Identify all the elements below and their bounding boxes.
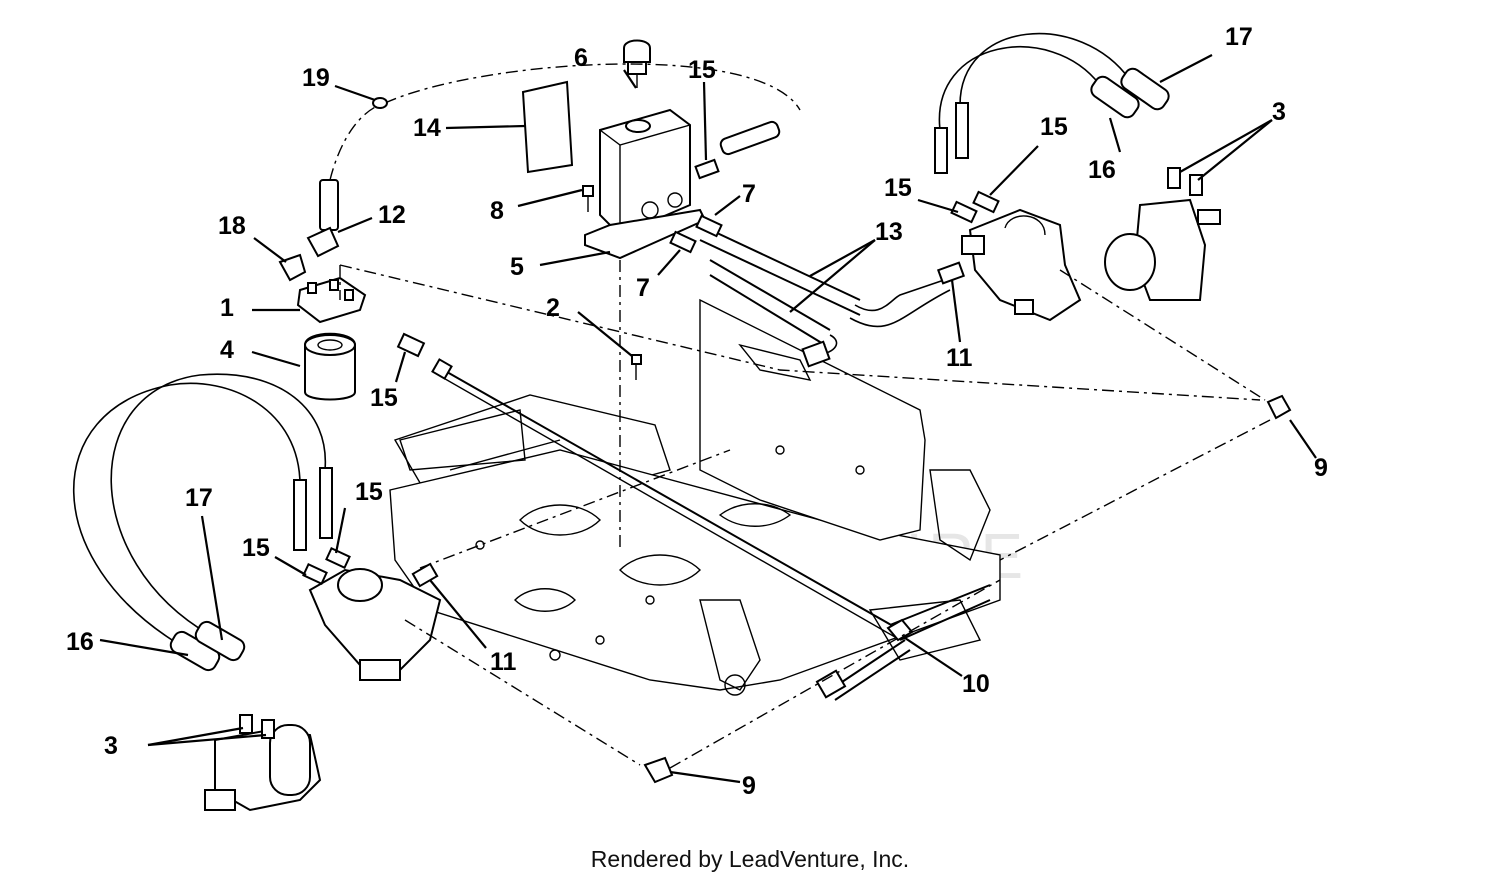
callout-label: 19 <box>302 64 330 92</box>
lower-hose-assembly <box>815 584 991 701</box>
elbow-fitting <box>278 253 307 282</box>
hose-lower-left <box>72 373 333 672</box>
callout-label: 14 <box>413 114 441 142</box>
footer-credit: Rendered by LeadVenture, Inc. <box>590 846 910 872</box>
callout-label: 7 <box>742 180 756 208</box>
callout-label: 15 <box>370 384 398 412</box>
callout-label: 10 <box>962 670 990 698</box>
callout-label: 15 <box>355 478 383 506</box>
callout-label: 15 <box>1040 113 1068 141</box>
callout-label: 18 <box>218 212 246 240</box>
callout-label: 6 <box>574 44 588 72</box>
callout-label: 4 <box>220 336 234 364</box>
bolt <box>582 185 594 212</box>
callout-label: 7 <box>636 274 650 302</box>
callout-label: 3 <box>104 732 118 760</box>
oil-filter <box>304 332 356 401</box>
reservoir-cap <box>623 39 651 88</box>
callout-label: 2 <box>546 294 560 322</box>
fittings <box>239 97 1292 784</box>
mower-frame <box>389 298 1001 696</box>
callout-label: 5 <box>510 253 524 281</box>
hydraulic-pump-left <box>308 568 442 681</box>
wheel-motor-left <box>204 724 322 812</box>
callout-label: 17 <box>1225 23 1253 51</box>
callout-label: 9 <box>1314 454 1328 482</box>
callout-label: 11 <box>490 648 517 676</box>
callout-label: 9 <box>742 772 756 800</box>
callout-label: 15 <box>884 174 912 202</box>
hydraulic-pump-right <box>961 208 1082 322</box>
callout-label: 11 <box>946 344 973 372</box>
callout-label: 17 <box>185 484 213 512</box>
center-rod <box>431 358 901 638</box>
wheel-motor-right <box>1104 198 1221 301</box>
filter-head <box>296 276 367 324</box>
routing-lines <box>339 260 1271 769</box>
callout-label: 3 <box>1272 98 1286 126</box>
suction-hose <box>719 120 781 156</box>
leader-lines <box>99 54 1317 784</box>
decal-card <box>521 80 574 174</box>
hydraulic-reservoir <box>584 108 707 260</box>
hose-end <box>306 179 340 258</box>
callout-numbers: 19 6 15 17 3 14 8 7 15 15 18 12 5 16 1 1… <box>66 23 1328 800</box>
callout-label: 15 <box>242 534 270 562</box>
hose-reservoir-filter <box>329 63 801 181</box>
callout-label: 12 <box>378 201 406 229</box>
callout-label: 13 <box>875 218 903 246</box>
callout-label: 16 <box>66 628 94 656</box>
hose-upper-right <box>934 32 1170 174</box>
hose-pair-center <box>699 224 951 368</box>
callout-label: 15 <box>688 56 716 84</box>
callout-label: 1 <box>220 294 234 322</box>
callout-label: 16 <box>1088 156 1116 184</box>
callout-label: 8 <box>490 197 504 225</box>
fitting <box>396 332 426 358</box>
